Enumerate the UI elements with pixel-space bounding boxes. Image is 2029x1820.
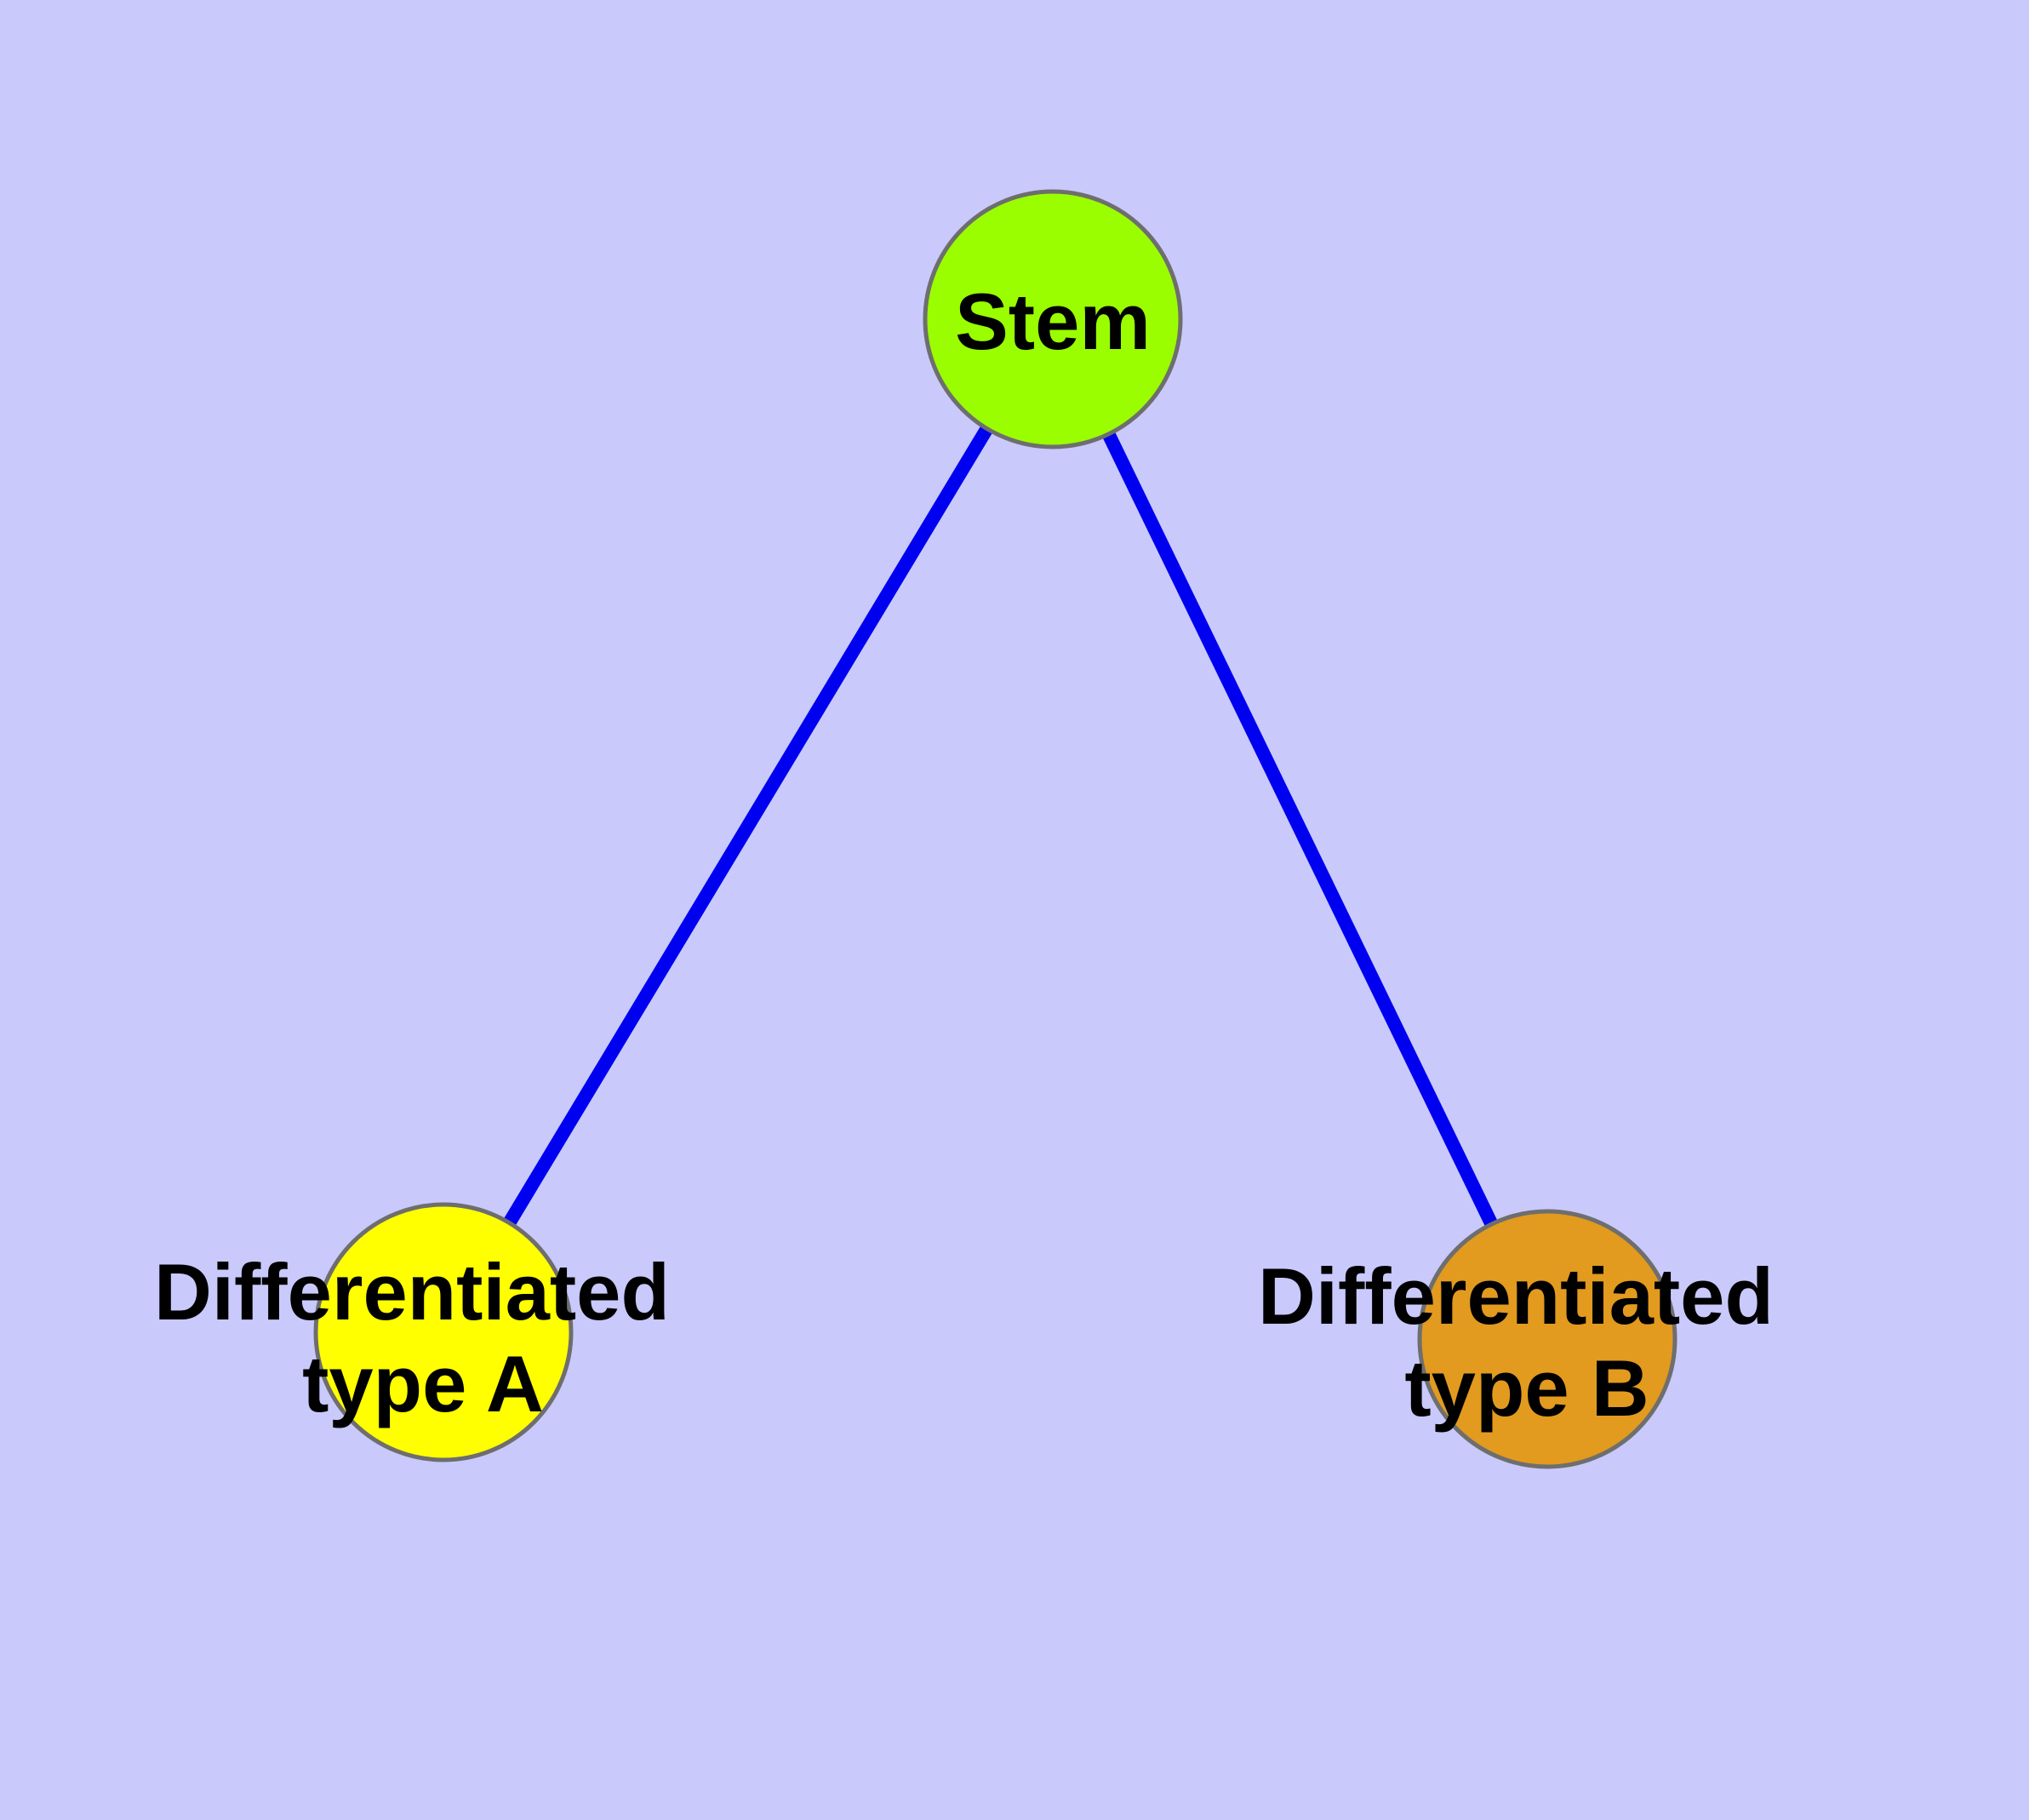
node-differentiated-type-a-circle	[313, 1202, 574, 1462]
node-stem-label: Stem	[955, 277, 1151, 366]
node-stem-label-line: Stem	[955, 277, 1151, 366]
node-differentiated-type-a-label-line1: Differentiated	[154, 1247, 670, 1336]
node-differentiated-type-a-label-line2: type A	[302, 1339, 544, 1428]
node-differentiated-type-b-label-line1: Differentiated	[1258, 1251, 1774, 1341]
node-stem-circle	[923, 189, 1183, 449]
node-differentiated-type-a-label: Differentiated type A	[154, 1247, 692, 1428]
node-differentiated-type-b-circle	[1417, 1209, 1677, 1469]
edge-stem-to-type-b	[1046, 316, 1554, 1342]
edge-stem-to-type-a	[437, 315, 1059, 1336]
node-differentiated-type-b-label-line2: type B	[1404, 1343, 1649, 1433]
node-differentiated-type-b-label: Differentiated type B	[1258, 1251, 1796, 1433]
